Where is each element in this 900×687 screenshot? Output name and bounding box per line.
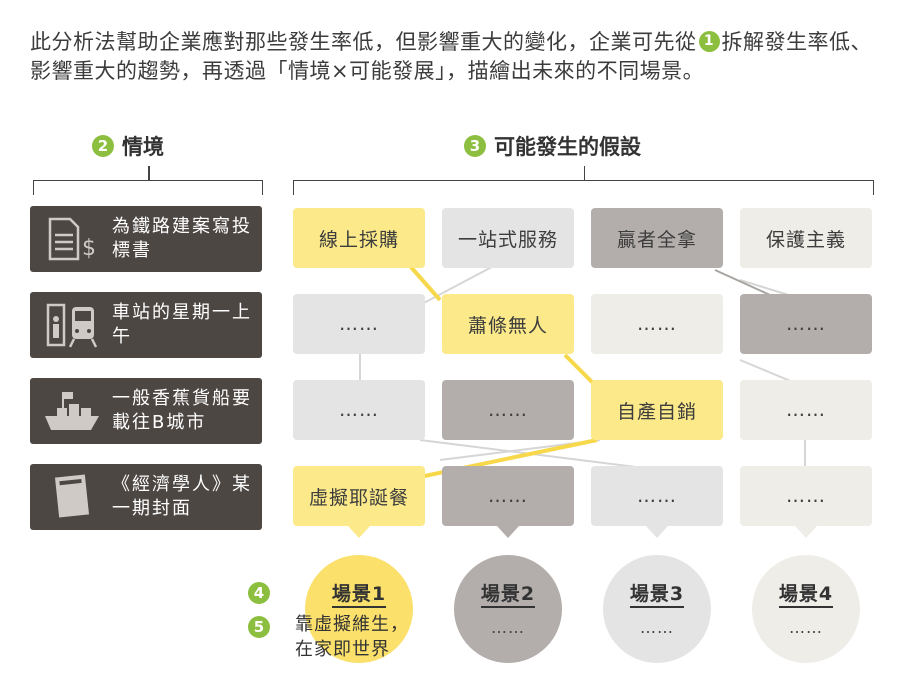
situation-text: 車站的星期一上午 <box>112 302 252 347</box>
hypothesis-header: 3 可能發生的假設 <box>464 131 641 161</box>
hypothesis-cell: 保護主義 <box>740 208 872 268</box>
magazine-icon <box>42 464 102 530</box>
hypothesis-cell: …… <box>740 380 872 440</box>
step-number-5: 5 <box>248 616 270 638</box>
scene-label: 場景1 <box>331 583 387 608</box>
intro-text-part2: 拆解發生率低、影響重大的趨勢，再透過「情境×可能發展」，描繪出未來的不同場景。 <box>30 30 872 83</box>
hypothesis-cell: 自產自銷 <box>591 380 723 440</box>
situation-row-tender: $ 為鐵路建案寫投標書 <box>30 206 262 272</box>
scene-4: 場景4 …… <box>752 555 860 663</box>
situation-row-station: 車站的星期一上午 <box>30 292 262 358</box>
scene-pointer <box>348 526 370 538</box>
scene-pointer <box>795 526 817 538</box>
step-number-4: 4 <box>248 582 270 604</box>
situation-header-label: 情境 <box>122 135 164 159</box>
hypothesis-cell: 蕭條無人 <box>442 294 574 354</box>
situation-row-ship: 一般香蕉貨船要載往B城市 <box>30 378 262 444</box>
document-dollar-icon: $ <box>42 206 102 272</box>
scene-1-line: 靠虛擬維生， <box>295 614 409 635</box>
cargo-ship-icon <box>42 378 102 444</box>
hypothesis-cell: …… <box>442 380 574 440</box>
step-number-2: 2 <box>92 135 114 157</box>
scene-1-line: 在家即世界 <box>295 639 390 660</box>
svg-text:$: $ <box>82 236 96 261</box>
scene-2: 場景2 …… <box>454 555 562 663</box>
step-number-1: 1 <box>698 30 720 52</box>
station-train-icon <box>42 292 102 358</box>
situation-bracket <box>33 166 263 195</box>
hypothesis-cell: …… <box>442 466 574 526</box>
scene-pointer <box>497 526 519 538</box>
scene-label: 場景3 <box>629 583 685 608</box>
hypothesis-cell: …… <box>591 466 723 526</box>
hypothesis-cell: …… <box>740 294 872 354</box>
situation-text: 一般香蕉貨船要載往B城市 <box>112 388 252 433</box>
hypothesis-cell: 虛擬耶誕餐 <box>293 466 425 526</box>
scene-dots: …… <box>491 618 525 637</box>
hypothesis-cell: 線上採購 <box>293 208 425 268</box>
intro-text-part1: 此分析法幫助企業應對那些發生率低，但影響重大的變化，企業可先從 <box>30 30 697 54</box>
scene-3: 場景3 …… <box>603 555 711 663</box>
situation-text: 為鐵路建案寫投標書 <box>112 216 252 261</box>
scene-dots: …… <box>789 618 823 637</box>
step-number-3: 3 <box>464 135 486 157</box>
hypothesis-bracket <box>293 166 874 195</box>
hypothesis-cell: 一站式服務 <box>442 208 574 268</box>
situation-row-magazine: 《經濟學人》某一期封面 <box>30 464 262 530</box>
scene-dots: …… <box>640 618 674 637</box>
hypothesis-cell: 贏者全拿 <box>591 208 723 268</box>
situation-header: 2 情境 <box>92 131 164 161</box>
hypothesis-cell: …… <box>293 294 425 354</box>
scene-1-description: 靠虛擬維生， 在家即世界 <box>295 612 409 662</box>
scene-1: 場景1 <box>305 555 413 663</box>
hypothesis-cell: …… <box>740 466 872 526</box>
scene-label: 場景4 <box>778 583 834 608</box>
scene-pointer <box>646 526 668 538</box>
hypothesis-header-label: 可能發生的假設 <box>494 135 641 159</box>
hypothesis-cell: …… <box>293 380 425 440</box>
scene-label: 場景2 <box>480 583 536 608</box>
situation-text: 《經濟學人》某一期封面 <box>112 474 252 519</box>
hypothesis-cell: …… <box>591 294 723 354</box>
